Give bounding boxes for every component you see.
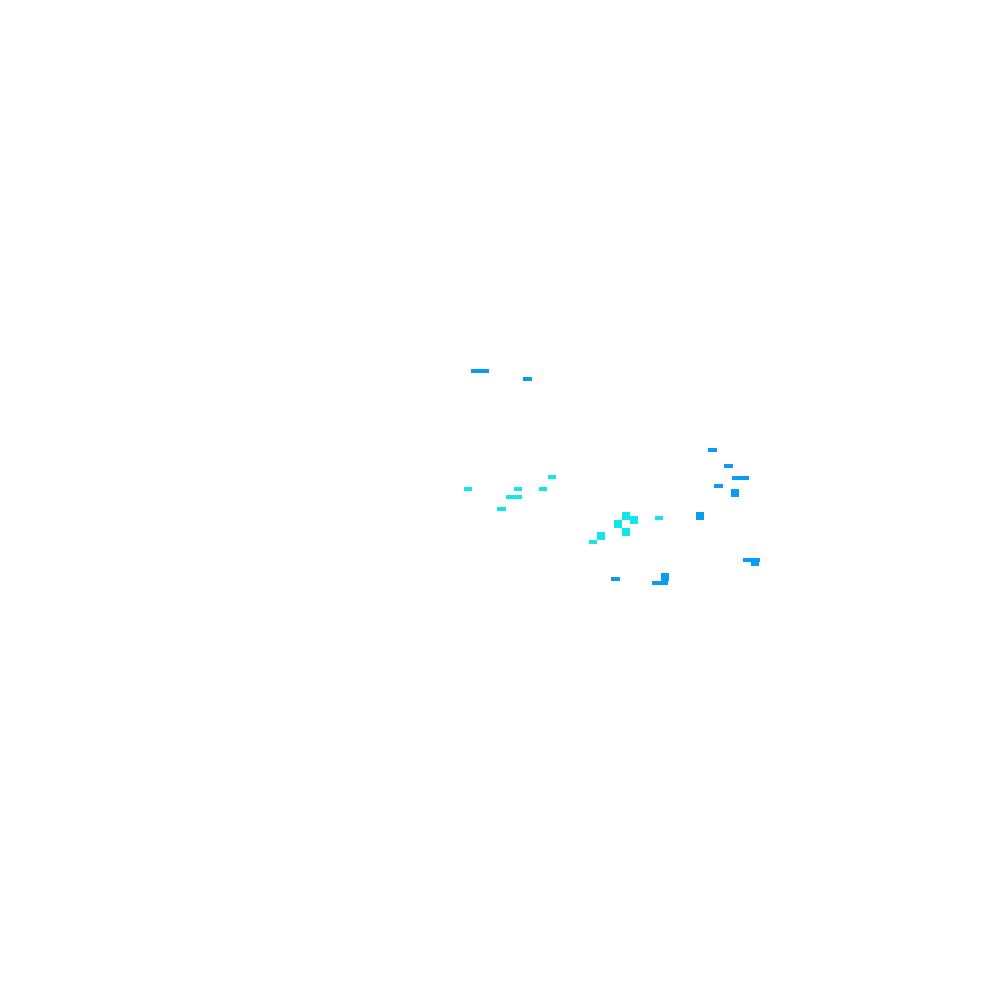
cyan-dash [655, 516, 663, 520]
cyan-dash [497, 507, 506, 511]
cyan-dash [506, 495, 522, 499]
blue-block [731, 489, 739, 497]
blue-dash [724, 464, 733, 468]
cyan-dash [464, 487, 472, 491]
cyan-block [622, 512, 630, 520]
blue-dash [708, 448, 717, 452]
cyan-dash [589, 540, 597, 544]
blue-block [751, 560, 759, 566]
blue-dash [652, 581, 668, 585]
blue-dash [732, 476, 749, 480]
cyan-dash [548, 475, 556, 479]
cyan-block [622, 528, 630, 536]
cyan-dash [539, 487, 547, 491]
cyan-block [630, 516, 638, 524]
blue-block [696, 512, 704, 520]
blue-dash [611, 577, 620, 581]
cyan-block [597, 532, 605, 540]
blue-dash [471, 369, 489, 373]
cyan-block [614, 520, 622, 528]
cyan-dash [514, 487, 522, 491]
blue-dash [714, 484, 723, 488]
blue-dash [523, 377, 532, 381]
blue-block [661, 573, 669, 581]
